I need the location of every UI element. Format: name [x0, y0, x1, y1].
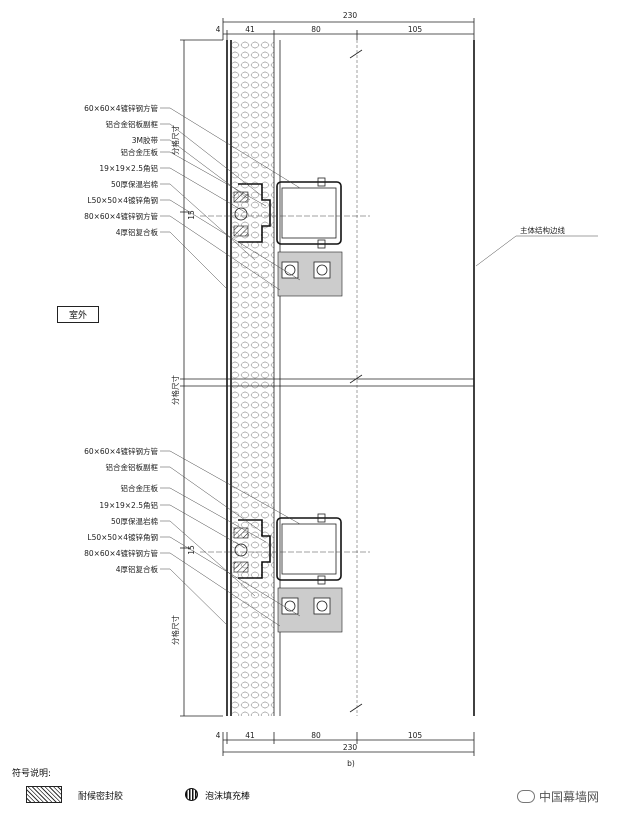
- callout-upper-5: 19×19×2.5角铝: [99, 163, 158, 173]
- callout-upper-6: 50厚保温岩棉: [111, 179, 158, 189]
- upper-callouts: 60×60×4镀锌钢方管 铝合金铝板副框 3M胶带 铝合金压板 19×19×2.…: [84, 103, 301, 291]
- dim-seg-2-bottom: 41: [245, 731, 255, 740]
- callout-lower-8: 4厚铝复合板: [116, 564, 159, 574]
- callout-lower-2: 铝合金铝板副框: [106, 462, 159, 472]
- callout-lower-4: 19×19×2.5角铝: [99, 500, 158, 510]
- grid-size-label-bottom: 分格尺寸: [170, 615, 180, 645]
- legend-title: 符号说明:: [12, 769, 52, 779]
- grid-size-label-middle: 分格尺寸: [170, 375, 180, 405]
- dim-total-bottom: 230: [343, 743, 358, 752]
- callout-upper-9: 4厚铝复合板: [116, 227, 159, 237]
- callout-lower-5: 50厚保温岩棉: [111, 516, 158, 526]
- callout-upper-1: 60×60×4镀锌钢方管: [84, 103, 158, 113]
- dim-seg-3-bottom: 80: [311, 731, 321, 740]
- legend-foam-rod-label: 泡沫填充棒: [205, 792, 251, 802]
- callout-lower-6: L50×50×4镀锌角钢: [87, 532, 158, 542]
- outdoor-label: 室外: [57, 306, 99, 323]
- legend-sealant-label: 耐候密封胶: [78, 792, 124, 802]
- callout-lower-3: 铝合金压板: [121, 483, 159, 493]
- callout-upper-4: 铝合金压板: [121, 147, 159, 157]
- dim-seg-3-top: 80: [311, 25, 321, 34]
- callout-upper-2: 铝合金铝板副框: [106, 119, 159, 129]
- dim-seg-4-top: 105: [408, 25, 423, 34]
- dim-seg-1-top: 4: [216, 25, 221, 34]
- dim-seg-2-top: 41: [245, 25, 255, 34]
- callout-upper-7: L50×50×4镀锌角钢: [87, 195, 158, 205]
- callout-upper-3: 3M胶带: [132, 135, 159, 145]
- sealant-hatch-icon: [26, 786, 62, 803]
- upper-joint-detail: [200, 177, 370, 297]
- callout-lower-1: 60×60×4镀锌钢方管: [84, 446, 158, 456]
- watermark-text: 中国幕墙网: [539, 790, 600, 804]
- lower-callouts: 60×60×4镀锌钢方管 铝合金铝板副框 铝合金压板 19×19×2.5角铝 5…: [84, 446, 301, 627]
- callout-lower-7: 80×60×4镀锌钢方管: [84, 548, 158, 558]
- grid-size-label-top: 分格尺寸: [170, 125, 180, 155]
- lower-joint-detail: [200, 513, 370, 633]
- foam-rod-icon: [185, 788, 198, 801]
- joint-gap-upper: 15: [187, 210, 196, 220]
- figure-label: b): [347, 759, 355, 768]
- dim-total-top: 230: [343, 11, 358, 20]
- dim-seg-1-bottom: 4: [216, 731, 221, 740]
- wechat-icon: [517, 790, 535, 803]
- top-dimension-chain: 230 4 41 80 105: [216, 11, 475, 40]
- callout-upper-8: 80×60×4镀锌钢方管: [84, 211, 158, 221]
- bottom-dimension-chain: 4 41 80 105 230: [216, 731, 475, 756]
- wall-layers: [180, 39, 475, 717]
- structure-edge-callout: 主体结构边线: [475, 225, 598, 267]
- watermark: 中国幕墙网: [517, 788, 599, 805]
- dim-seg-4-bottom: 105: [408, 731, 423, 740]
- structure-edge-label: 主体结构边线: [520, 225, 565, 235]
